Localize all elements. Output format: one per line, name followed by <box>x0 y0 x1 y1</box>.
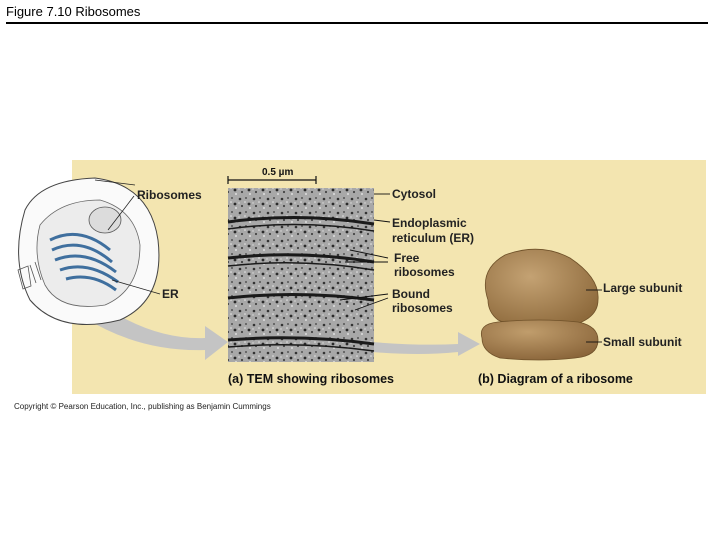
caption-a: (a) TEM showing ribosomes <box>228 372 394 386</box>
label-free-line1: Free <box>394 251 420 265</box>
label-bound-line1: Bound <box>392 287 430 301</box>
er-membranes <box>49 232 119 292</box>
label-er: ER <box>162 287 179 301</box>
cell-illustration <box>17 177 161 325</box>
caption-b: (b) Diagram of a ribosome <box>478 372 633 386</box>
tem-to-diagram-arrow <box>372 332 480 356</box>
label-cytosol: Cytosol <box>392 187 436 201</box>
tem-leaders <box>339 193 391 311</box>
slide-title: Figure 7.10 Ribosomes <box>6 4 141 19</box>
title-divider <box>6 22 708 24</box>
cell-to-tem-arrow <box>85 300 228 360</box>
small-subunit <box>480 319 599 361</box>
copyright-notice: Copyright © Pearson Education, Inc., pub… <box>14 402 271 411</box>
label-ribosomes: Ribosomes <box>137 188 202 202</box>
label-free-line2: ribosomes <box>394 265 455 279</box>
ribosome-diagram <box>480 248 599 361</box>
large-subunit <box>484 248 599 329</box>
label-large-subunit: Large subunit <box>603 281 682 295</box>
label-small-subunit: Small subunit <box>603 335 682 349</box>
label-er-line1: Endoplasmic <box>392 216 467 230</box>
label-bound-line2: ribosomes <box>392 301 453 315</box>
label-er-line2: reticulum (ER) <box>392 231 474 245</box>
figure-panel <box>72 160 706 394</box>
scale-bar-label: 0.5 µm <box>262 167 293 178</box>
tem-micrograph <box>227 188 375 362</box>
